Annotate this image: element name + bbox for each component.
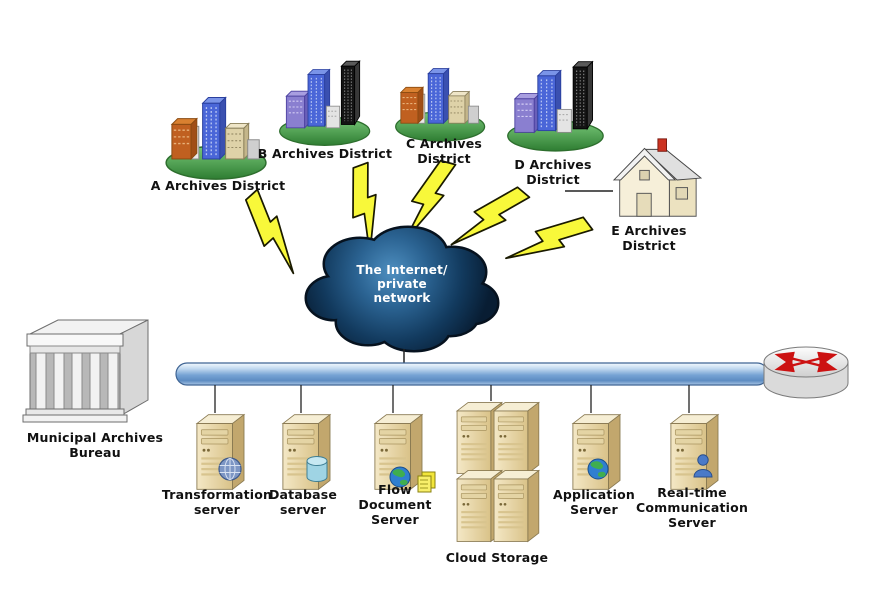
city-icon-c <box>395 67 486 142</box>
globe-icon <box>389 466 411 488</box>
municipal-building-icon <box>22 319 149 423</box>
globe-icon <box>587 458 609 480</box>
router-icon <box>763 346 849 399</box>
city-icon-a <box>165 96 267 180</box>
globe-icon <box>218 457 242 481</box>
district-e-label: E Archives District <box>611 223 687 253</box>
house-icon-e <box>613 138 702 217</box>
flow-document-server-label: Flow Document Server <box>358 482 432 527</box>
lightning-bolt-a <box>232 188 317 277</box>
district-a-label: A Archives District <box>150 178 286 193</box>
application-server-label: Application Server <box>553 487 635 517</box>
internet-cloud-label: The Internet/ private network <box>356 263 448 306</box>
person-icon <box>693 454 713 478</box>
district-d-label: D Archives District <box>514 157 592 187</box>
documents-icon <box>417 471 436 493</box>
server-connector-lines <box>214 385 690 413</box>
database-cylinder-icon <box>306 456 328 482</box>
lightning-bolt-e <box>502 202 594 283</box>
router-arrow <box>774 351 838 373</box>
cloud-storage-icon <box>456 402 540 542</box>
municipal-bureau-label: Municipal Archives Bureau <box>26 430 164 460</box>
district-c-label: C Archives District <box>405 136 483 166</box>
realtime-communication-server-label: Real-time Communication Server <box>635 485 749 530</box>
server-icon-realtime <box>670 414 719 490</box>
transformation-server-label: Transformation server <box>161 487 273 517</box>
district-b-label: B Archives District <box>257 146 393 161</box>
city-icon-d <box>506 60 604 152</box>
network-bus <box>175 362 769 386</box>
database-server-label: Database server <box>268 487 338 517</box>
city-icon-b <box>278 60 371 147</box>
cloud-storage-label: Cloud Storage <box>445 550 549 565</box>
